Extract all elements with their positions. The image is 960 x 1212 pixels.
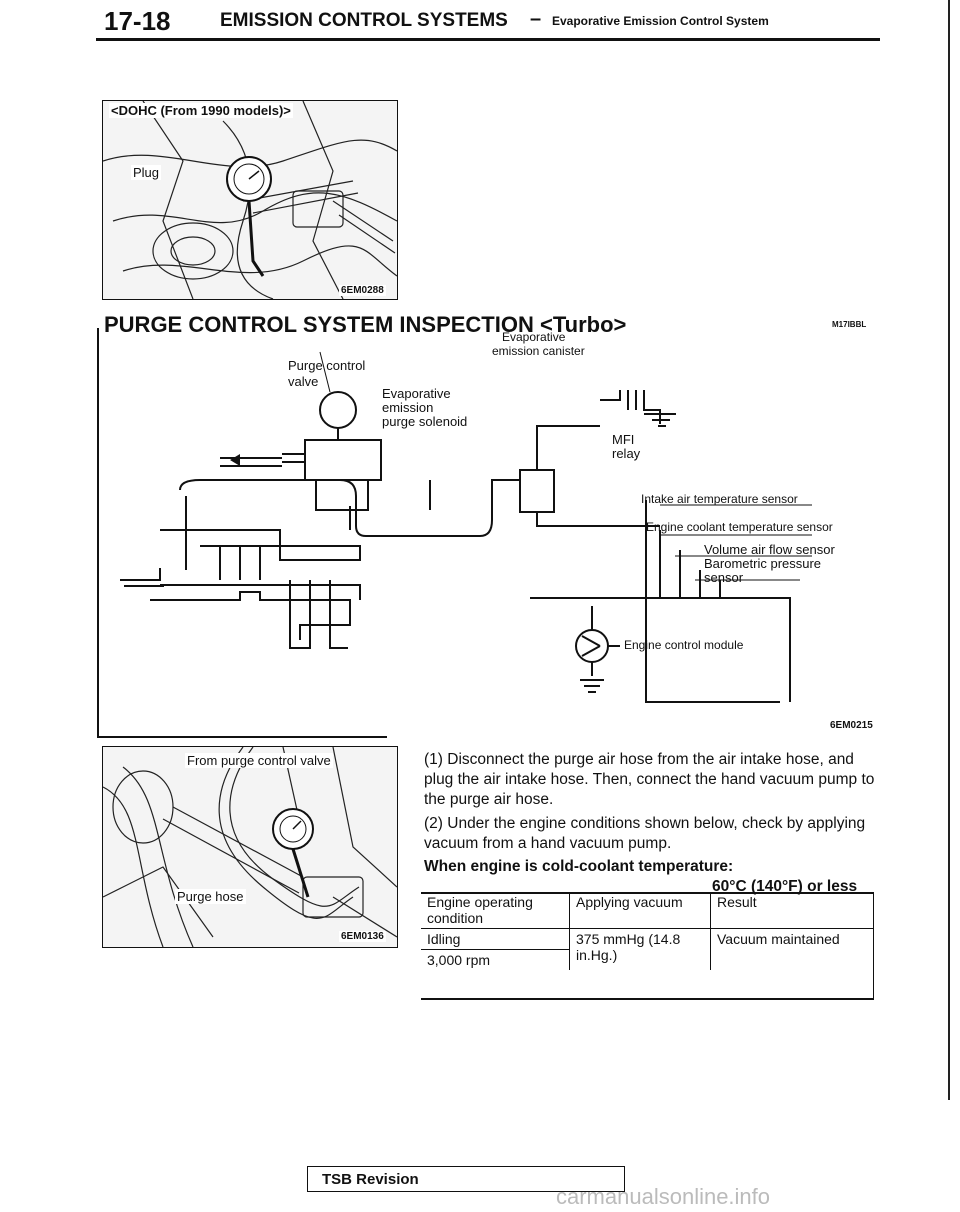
table-row: 3,000 rpm xyxy=(421,949,873,970)
purge-control-diagram: Evaporative emission canister Purge cont… xyxy=(100,330,890,731)
canister-label-2: emission canister xyxy=(492,344,585,358)
engine-photo-drawing xyxy=(103,101,397,299)
flow-arrow-icon xyxy=(230,454,240,466)
solenoid-label-2: emission xyxy=(382,400,434,415)
section-heading: PURGE CONTROL SYSTEM INSPECTION <Turbo> xyxy=(104,312,627,337)
engine-photo-top: <DOHC (From 1990 models)> Plug 6EM0288 xyxy=(102,100,398,300)
diagram-code: 6EM0215 xyxy=(830,720,873,731)
step-1: (1) Disconnect the purge air hose from t… xyxy=(424,751,875,808)
step-2: (2) Under the engine conditions shown be… xyxy=(424,815,866,852)
photo-bottom-code: 6EM0136 xyxy=(339,931,386,942)
photo-bottom-caption: From purge control valve xyxy=(185,753,333,768)
header-vacuum: Applying vacuum xyxy=(569,892,711,929)
header-result: Result xyxy=(710,892,873,929)
cell-condition-idling: Idling xyxy=(421,928,570,950)
photo-top-caption: <DOHC (From 1990 models)> xyxy=(109,103,293,118)
solenoid-label-1: Evaporative xyxy=(382,386,451,401)
spec-table: Engine operating condition Applying vacu… xyxy=(421,892,873,970)
plug-label: Plug xyxy=(131,165,162,180)
purge-hose-label: Purge hose xyxy=(175,889,246,904)
title-separator: – xyxy=(530,8,542,30)
solenoid-label-3: purge solenoid xyxy=(382,414,468,429)
ecm-label: Engine control module xyxy=(624,638,744,652)
section-reference-code: M17IBBL xyxy=(832,320,867,329)
engine-photo-bottom: From purge control valve Purge hose 6EM0… xyxy=(102,746,398,948)
header-condition: Engine operating condition xyxy=(427,894,533,926)
section-left-rule xyxy=(97,328,99,738)
purge-valve-label-2: valve xyxy=(288,374,319,389)
engine-photo-bottom-drawing xyxy=(103,747,397,947)
table-row: Idling 375 mmHg (14.8 in.Hg.) Vacuum mai… xyxy=(421,928,873,970)
section-bottom-rule xyxy=(97,736,387,738)
barometric-sensor-label-2: sensor xyxy=(704,570,744,585)
header-rule xyxy=(96,38,880,41)
cell-condition-3000rpm: 3,000 rpm xyxy=(421,949,570,970)
canister-label-1: Evaporative xyxy=(502,330,566,344)
photo-top-code: 6EM0288 xyxy=(339,285,386,296)
page-edge-rule xyxy=(948,0,950,1100)
volume-air-flow-sensor-label: Volume air flow sensor xyxy=(704,542,835,557)
intake-air-temp-sensor-label: Intake air temperature sensor xyxy=(641,492,798,506)
purge-valve-label-1: Purge control xyxy=(288,358,366,373)
condition-temperature: 60°C (140°F) or less xyxy=(712,878,858,895)
diagram-schematic xyxy=(120,351,812,703)
mfi-relay-label-1: MFI xyxy=(612,432,635,447)
condition-label: When engine is cold-coolant temperature: xyxy=(424,858,734,875)
spec-header-row: Engine operating condition Applying vacu… xyxy=(421,892,873,929)
tsb-revision-box: TSB Revision xyxy=(307,1166,625,1192)
cell-result: Vacuum maintained xyxy=(710,928,873,970)
barometric-sensor-label-1: Barometric pressure xyxy=(704,556,822,571)
subsection-title: Evaporative Emission Control System xyxy=(552,14,769,28)
cell-vacuum-value: 375 mmHg (14.8 in.Hg.) xyxy=(569,928,711,970)
mfi-relay-label-2: relay xyxy=(612,446,641,461)
coolant-temp-sensor-label: Engine coolant temperature sensor xyxy=(646,520,833,534)
watermark: carmanualsonline.info xyxy=(556,1184,771,1209)
section-title: EMISSION CONTROL SYSTEMS xyxy=(220,10,508,31)
page-number: 17-18 xyxy=(104,6,171,36)
